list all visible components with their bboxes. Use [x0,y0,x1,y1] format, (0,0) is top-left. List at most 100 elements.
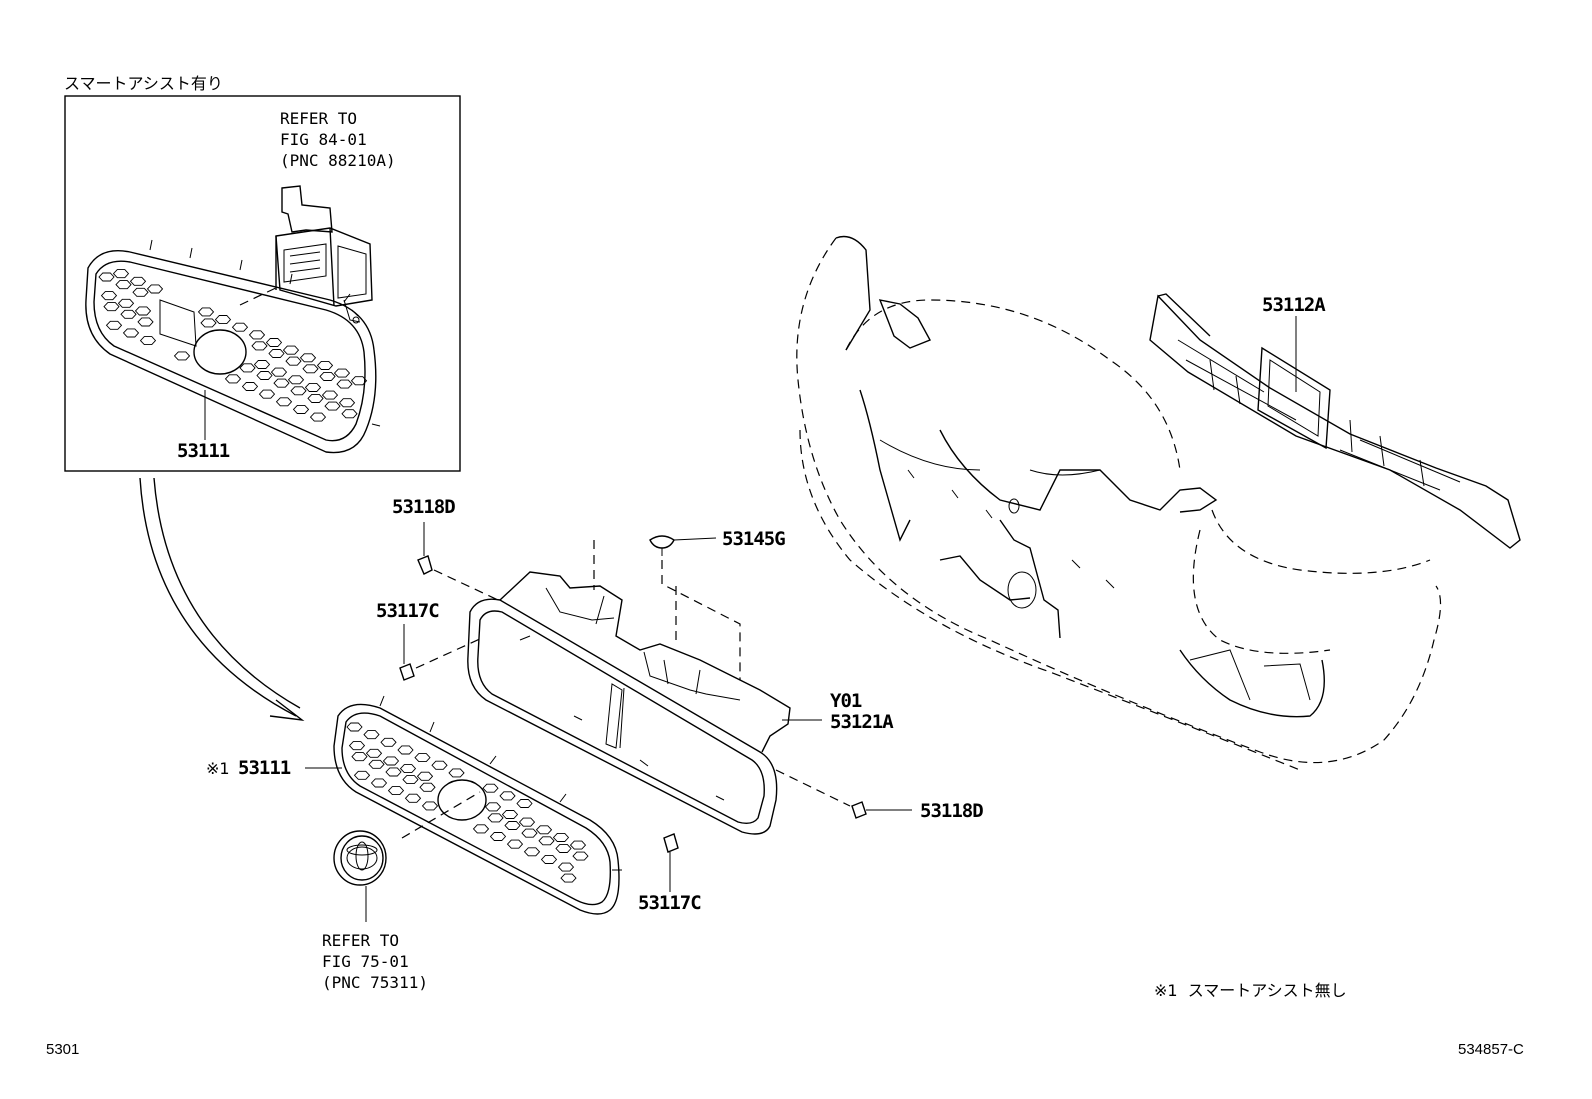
grille-mesh-cell [416,771,434,781]
refer-emblem-line-2: FIG 75-01 [322,952,409,971]
grille-mesh-cell [299,353,317,363]
grille-mesh-cell [112,269,130,279]
part-label-53111-main[interactable]: 53111 [238,757,291,779]
grille-mesh-cell [540,854,558,864]
grille-mesh-cell [214,315,232,325]
grille-mesh-cell [421,801,439,811]
inset-grille-drawing [85,239,381,454]
grille-mesh-cell [523,847,541,857]
grille-mesh-cell [120,309,137,319]
grille-mesh-cell [338,398,356,408]
part-label-53145G[interactable]: 53145G [722,528,786,550]
grille-mesh-cell [273,378,290,388]
grille-mesh-cell [353,770,371,780]
grille-mesh-cell [385,767,402,777]
part-label-53121A[interactable]: 53121A [830,711,894,733]
grille-mesh-cell [129,276,147,286]
part-label-53118D-right[interactable]: 53118D [920,800,984,822]
grille-mesh-cell [402,775,419,785]
grille-mesh-cell [414,753,431,763]
grille-mesh-cell [270,367,288,377]
grille-mesh-cell [472,824,490,834]
footnote: ※1 スマートアシスト無し [1154,981,1347,1000]
grille-mesh-cell [117,298,135,308]
part-label-53111-inset[interactable]: 53111 [177,440,230,462]
grille-mesh-cell [399,764,417,774]
grille-mesh-cell [268,349,285,358]
grille-mesh-cell [431,760,448,770]
grille-mesh-cell [504,821,521,830]
grille-mesh-cell [103,302,120,312]
grille-mesh-cell [348,741,366,751]
note-mark-1: ※1 [206,759,230,778]
grille-mesh-cell [248,330,266,340]
refer-sensor-line-1: REFER TO [280,109,358,128]
grille-mesh-cell [98,272,115,282]
clip-53118D-right-drawing [851,801,912,819]
clip-53118D-top-drawing [417,522,433,575]
grille-mesh-cell [132,287,149,297]
grille-mesh-cell [146,284,164,294]
grille-mesh-cell [346,722,363,732]
clip-53117C-left-drawing [399,624,415,681]
grille-mesh-cell [290,386,307,396]
grille-mesh-cell [387,786,405,796]
grille-mesh-cell [105,320,123,330]
grille-mesh-cell [448,768,465,778]
grille-mesh-cell [370,778,388,788]
grille-mesh-cell [552,832,570,842]
part-label-53117C-left[interactable]: 53117C [376,600,440,622]
main-grille-drawing [333,695,622,915]
grille-mesh-cell [516,799,533,808]
grille-mesh-cell [365,748,383,758]
grille-mesh-cell [256,371,273,380]
grille-mesh-cell [572,851,589,861]
grille-mesh-cell [535,825,553,835]
grille-mesh-cell [122,328,140,338]
part-label-Y01[interactable]: Y01 [830,690,862,712]
grille-mesh-cell [241,382,259,391]
grille-mesh-cell [499,791,516,801]
grille-mesh-cell [231,322,249,332]
grille-mesh-cell [265,338,283,347]
grille-mesh-cell [319,371,336,381]
grille-mesh-cell [282,345,300,355]
footer-right-code: 534857-C [1458,1041,1524,1058]
grille-mesh-cell [382,756,400,766]
grille-mesh-cell [253,360,271,369]
grille-mesh-cell [521,828,538,838]
grille-mesh-cell [484,802,502,812]
grille-mesh-cell [351,752,368,762]
refer-emblem-line-1: REFER TO [322,931,400,950]
grille-mesh-cell [404,793,422,803]
grille-mesh-cell [200,318,217,328]
grille-mesh-cell [324,401,341,411]
clip-53117C-bottom-drawing [663,833,679,892]
part-label-53118D-top[interactable]: 53118D [392,496,456,518]
grille-mesh-cell [224,374,242,384]
sensor-unit-drawing [275,185,373,324]
grille-mesh-cell [341,409,358,419]
grille-mesh-cell [380,737,397,747]
grille-mesh-cell [251,341,268,351]
part-label-53112A[interactable]: 53112A [1262,294,1326,316]
grille-mesh-cell [316,360,334,370]
grille-mesh-cell [321,390,339,400]
grille-mesh-cell [239,363,256,373]
grille-mesh-cell [137,317,154,327]
part-label-53117C-bottom[interactable]: 53117C [638,892,702,914]
grille-mesh-cell [538,836,555,846]
footer-left-code: 5301 [46,1041,80,1058]
grille-mesh-cell [100,291,118,301]
grille-mesh-cell [134,306,152,316]
grille-mesh-cell [560,873,577,883]
grille-mesh-cell [336,379,353,389]
refer-emblem-line-3: (PNC 75311) [322,973,428,992]
grille-mesh-cell [569,840,587,850]
grille-mesh-cell [275,397,293,407]
grille-mesh-cell [333,368,351,378]
grille-mesh-cell [397,745,414,755]
grille-mesh-cell [489,832,507,841]
